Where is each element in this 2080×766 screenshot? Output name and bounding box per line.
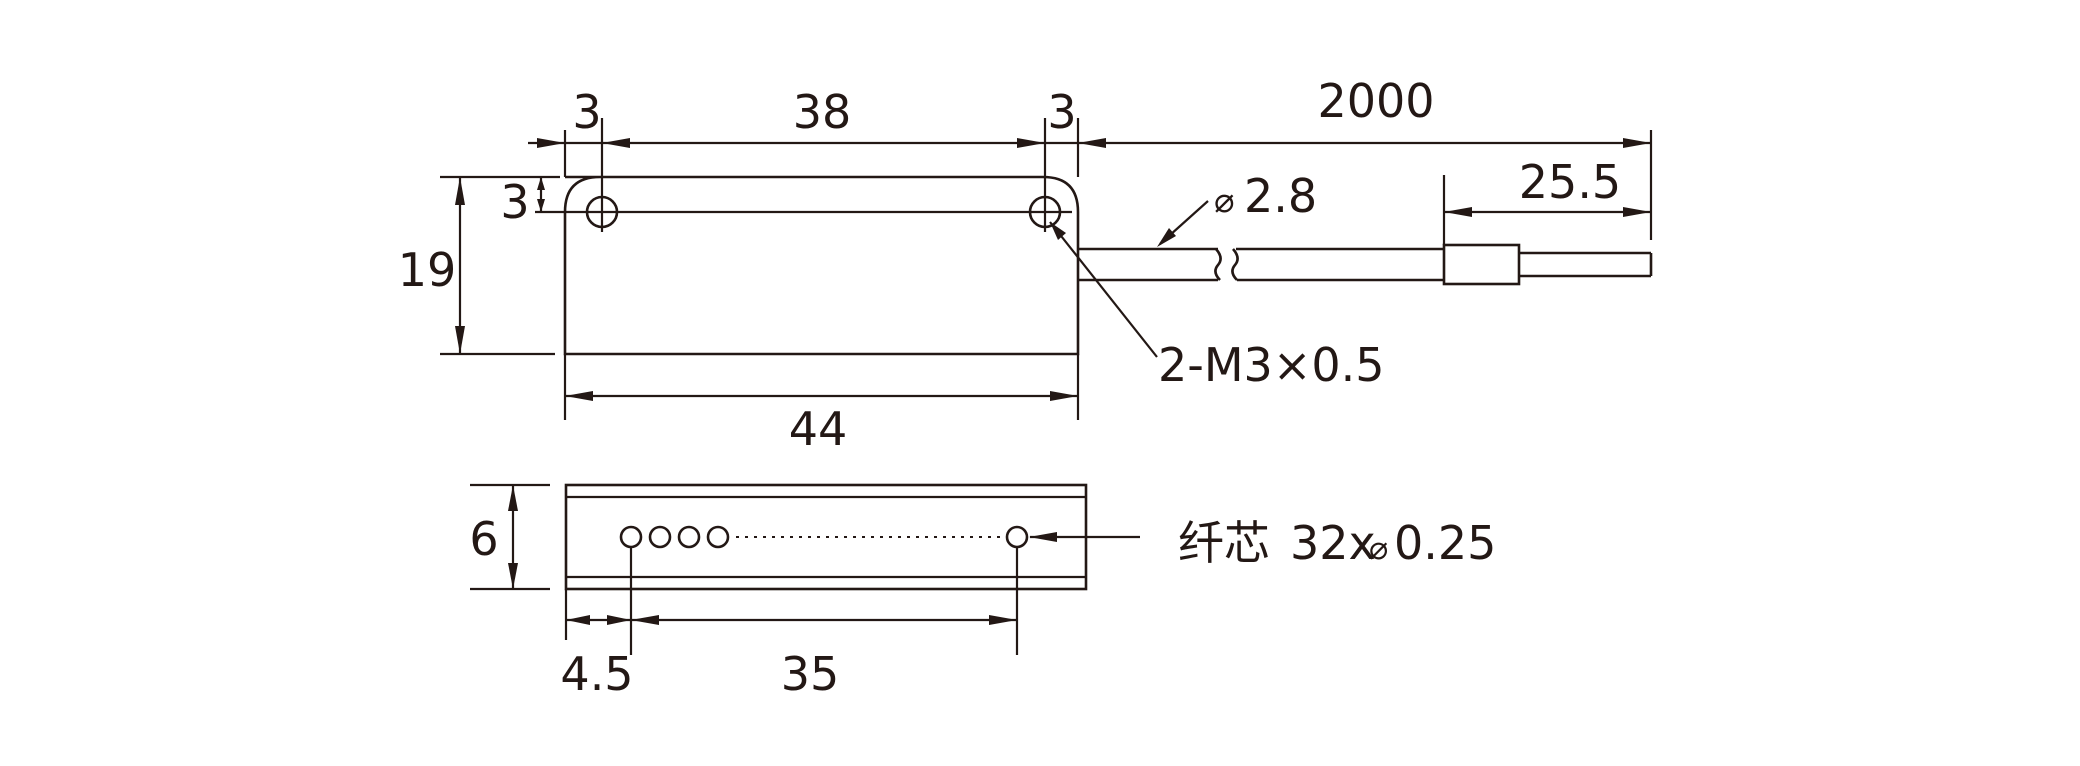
- top-view: 3 38 3 2000 19 3 44: [398, 74, 1653, 456]
- arrow-38-right: [1017, 138, 1045, 148]
- arrow-19-top: [455, 177, 465, 205]
- arrow-hole-callout: [1050, 222, 1066, 240]
- arrow-cable-diameter: [1157, 228, 1176, 247]
- arrow-38-left: [602, 138, 630, 148]
- dim-label-end-length: 25.5: [1519, 155, 1621, 209]
- arrow-35-left: [631, 615, 659, 625]
- dim-label-right-offset: 3: [1047, 85, 1076, 139]
- sensor-body-outline: [563, 175, 1080, 356]
- arrow-hole-offset-top: [537, 177, 545, 190]
- fiber-core-3: [677, 525, 701, 549]
- arrow-44-left: [565, 391, 593, 401]
- dim-label-hole-spacing: 38: [793, 85, 852, 139]
- core-spec-size: 0.25: [1394, 516, 1496, 570]
- dim-label-core-span: 35: [781, 647, 840, 701]
- fiber-core-last: [1005, 525, 1029, 549]
- arrow-6-top: [508, 485, 518, 511]
- arrow-core-spec: [1029, 532, 1057, 542]
- arrow-hole-offset-bottom: [537, 199, 545, 212]
- cable-diameter-symbol: ⌀: [1214, 181, 1234, 221]
- dim-label-cable-length: 2000: [1317, 74, 1434, 128]
- dim-label-thickness: 6: [469, 512, 498, 566]
- arrow-4-5-right: [607, 615, 631, 625]
- arrow-6-bottom: [508, 563, 518, 589]
- arrow-4-5-left: [566, 615, 590, 625]
- fiber-core-2: [648, 525, 672, 549]
- dim-label-cable-diameter: 2.8: [1244, 169, 1317, 223]
- arrow-35-right: [989, 615, 1017, 625]
- core-spec-count: 32x: [1290, 516, 1376, 570]
- core-label-cn: 纤芯: [1178, 516, 1270, 570]
- arrow-2000-left: [1078, 138, 1106, 148]
- arrow-19-bottom: [455, 326, 465, 354]
- arrow-25-5-right: [1623, 207, 1651, 217]
- leader-hole-callout: [1049, 221, 1158, 358]
- dim-label-left-offset: 3: [572, 85, 601, 139]
- arrow-25-5-left: [1444, 207, 1472, 217]
- dim-label-first-core-offset: 4.5: [560, 647, 633, 701]
- cable: [1078, 243, 1653, 286]
- side-view: 纤芯 32x ⌀ 0.25 6 4.5 35: [469, 483, 1496, 701]
- hole-callout-label: 2-M3×0.5: [1158, 338, 1385, 392]
- core-spec-diameter-symbol: ⌀: [1369, 529, 1388, 567]
- dim-label-body-height: 19: [398, 243, 457, 297]
- dim-label-hole-height: 3: [500, 175, 529, 229]
- arrow-2000-right: [1623, 138, 1651, 148]
- fiber-core-1: [619, 525, 643, 549]
- fiber-core-4: [706, 525, 730, 549]
- dim-label-body-width: 44: [789, 402, 848, 456]
- arrow-44-right: [1050, 391, 1078, 401]
- arrow-3-left: [537, 138, 565, 148]
- cable-ferrule: [1442, 243, 1521, 286]
